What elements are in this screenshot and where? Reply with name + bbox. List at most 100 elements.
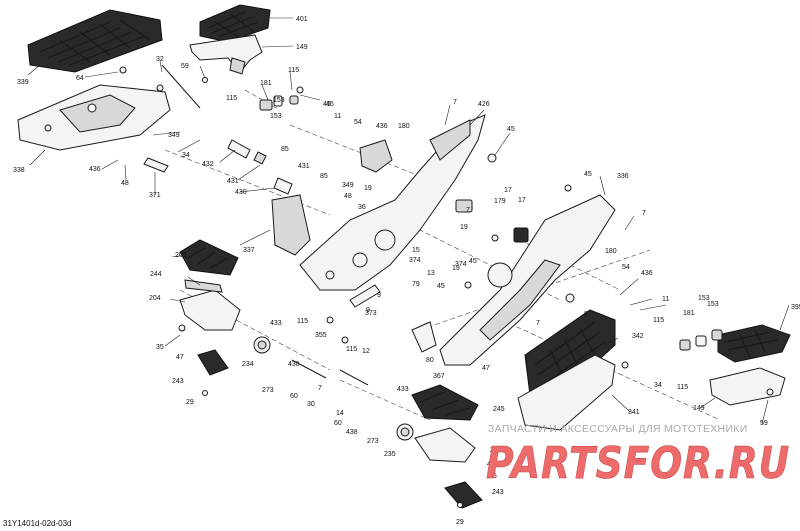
- callout-label: 45: [469, 258, 477, 265]
- callout-label: 243: [172, 378, 184, 385]
- callout-label: 203: [490, 447, 502, 454]
- callout-label: 9: [377, 292, 381, 299]
- callout-label: 47: [482, 365, 490, 372]
- callout-label: 45: [584, 171, 592, 178]
- callout-label: 204: [149, 295, 161, 302]
- callout-label: 205: [175, 252, 187, 259]
- bracket-149-right: [709, 367, 786, 406]
- footrest-plate-399: [717, 324, 791, 363]
- callout-label: 338: [13, 167, 25, 174]
- callout-label: 273: [262, 387, 274, 394]
- pad-179: [455, 199, 529, 243]
- pad-243-left: [197, 349, 229, 376]
- callout-label: 7: [466, 207, 470, 214]
- latch-80: [411, 321, 437, 353]
- callout-label: 47: [487, 461, 495, 468]
- callout-label: 179: [494, 198, 506, 205]
- callout-label: 438: [288, 361, 300, 368]
- callout-label: 60: [290, 393, 298, 400]
- callout-label: 29: [186, 399, 194, 406]
- frame-336: [439, 194, 616, 366]
- callout-label: 17: [504, 187, 512, 194]
- callout-label: 64: [76, 75, 84, 82]
- callout-label: 181: [683, 310, 695, 317]
- spring-373: [349, 284, 381, 308]
- callout-label: 374: [409, 257, 421, 264]
- bracket-204: [179, 279, 241, 331]
- rod-30: [291, 359, 369, 386]
- callout-label: 48: [121, 180, 129, 187]
- callout-label: 244: [150, 271, 162, 278]
- callout-label: 235: [384, 451, 396, 458]
- footrest-plate-339: [27, 9, 163, 73]
- diagram-code: 31Y1401d-02d-03d: [3, 519, 72, 528]
- callout-label: 355: [315, 332, 327, 339]
- callout-label: 12: [362, 348, 370, 355]
- callout-label: 115: [653, 317, 664, 324]
- callout-label: 367: [433, 373, 445, 380]
- callout-label: 19: [364, 185, 372, 192]
- callout-label: 234: [242, 361, 254, 368]
- callout-label: 19: [460, 224, 468, 231]
- leader-lines: [27, 17, 790, 425]
- callout-label: 29: [456, 519, 464, 526]
- callout-label: 149: [693, 405, 705, 412]
- callout-label: 54: [622, 264, 630, 271]
- callout-label: 349: [168, 132, 180, 139]
- rod-32: [156, 64, 201, 109]
- callout-label: 115: [297, 318, 308, 325]
- callout-label: 9: [366, 307, 370, 314]
- callout-label: 371: [149, 192, 161, 199]
- footrest-base-341: [517, 354, 616, 431]
- callout-label: 32: [156, 56, 164, 63]
- callout-label: 431: [298, 163, 310, 170]
- callout-label: 115: [226, 95, 237, 102]
- callout-label: 15: [412, 247, 420, 254]
- callout-label: 17: [518, 197, 526, 204]
- watermark-logo-text: PARTSFOR.RU: [486, 438, 790, 484]
- pins-431-432: [227, 139, 293, 195]
- callout-label: 374: [455, 261, 467, 268]
- callout-label: 7: [642, 210, 646, 217]
- callout-label: 30: [307, 401, 315, 408]
- callout-label: 80: [426, 357, 434, 364]
- callout-numbers: 4011493396459321811154515311545113491533…: [13, 16, 800, 526]
- callout-label: 181: [260, 80, 272, 87]
- callout-label: 153: [707, 301, 719, 308]
- bracket-149: [189, 34, 263, 75]
- callout-label: 60: [334, 420, 342, 427]
- callout-label: 35: [489, 473, 497, 480]
- callout-label: 401: [296, 16, 308, 23]
- callout-label: 436: [641, 270, 653, 277]
- callout-label: 13: [427, 270, 435, 277]
- callout-label: 11: [334, 113, 341, 120]
- callout-label: 153: [698, 295, 710, 302]
- callout-label: 35: [156, 344, 164, 351]
- callout-label: 373: [365, 310, 377, 317]
- callout-label: 11: [662, 296, 669, 303]
- callout-label: 59: [760, 420, 768, 427]
- callout-label: 153: [273, 97, 285, 104]
- footpeg-205: [179, 239, 239, 276]
- callout-label: 54: [354, 119, 362, 126]
- footrest-plate-401: [199, 4, 271, 43]
- callout-label: 115: [677, 384, 688, 391]
- callout-label: 149: [296, 44, 308, 51]
- callout-label: 45: [437, 283, 445, 290]
- callout-label: 115: [288, 67, 299, 74]
- callout-label: 153: [270, 113, 282, 120]
- callout-label: 45: [507, 126, 515, 133]
- spring-371: [143, 157, 169, 173]
- callout-label: 45: [323, 101, 331, 108]
- assembly-234: [253, 336, 271, 354]
- callout-label: 59: [181, 63, 189, 70]
- callout-label: 341: [628, 409, 640, 416]
- callout-label: 438: [346, 429, 358, 436]
- callout-label: 45: [326, 101, 334, 108]
- callout-label: 180: [605, 248, 617, 255]
- footrest-base-338: [17, 84, 171, 151]
- callout-label: 433: [397, 386, 409, 393]
- callout-label: 47: [176, 354, 184, 361]
- callout-label: 180: [398, 123, 410, 130]
